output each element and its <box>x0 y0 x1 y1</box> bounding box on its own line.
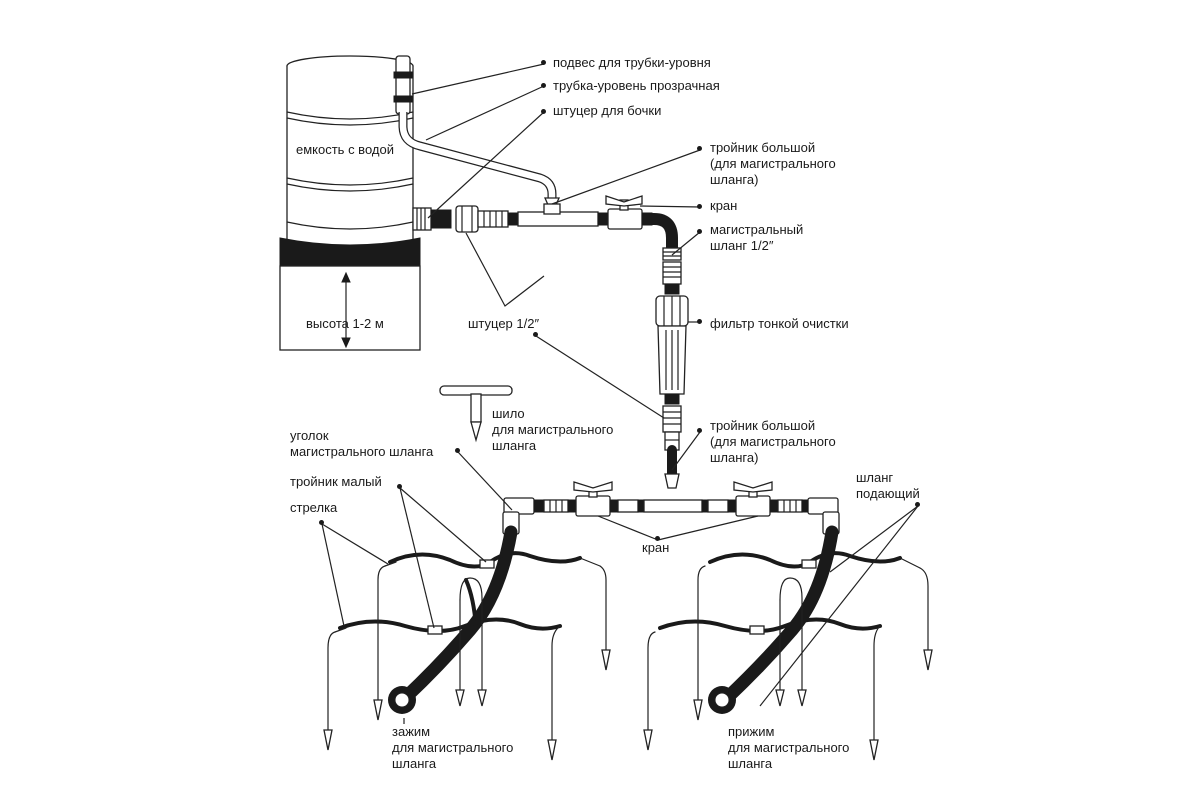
leader-dot <box>697 428 702 433</box>
leader-dot <box>541 109 546 114</box>
drip-group-right <box>643 525 933 761</box>
top-main-line <box>455 195 653 233</box>
leader-dot <box>455 448 460 453</box>
label-main-hose: магистральный шланг 1/2″ <box>710 222 804 253</box>
label-height: высота 1-2 м <box>306 316 384 331</box>
leader-lines <box>321 63 919 724</box>
label-tee-large-bottom: тройник большой (для магистрального шлан… <box>710 418 836 465</box>
leader-dot <box>533 332 538 337</box>
label-tee-small: тройник малый <box>290 474 382 489</box>
label-level-tube: трубка-уровень прозрачная <box>553 78 720 93</box>
label-end-clip: прижим для магистрального шланга <box>728 724 850 771</box>
level-tube <box>393 55 560 216</box>
leader-dot <box>697 319 702 324</box>
label-elbow: уголок магистрального шланга <box>290 428 434 459</box>
main-hose-vertical <box>646 213 682 295</box>
leader-dot <box>319 520 324 525</box>
leader-dot <box>697 229 702 234</box>
label-feed-hose: шланг подающий <box>856 470 920 501</box>
tank-stand <box>279 237 421 351</box>
leader-dot <box>915 502 920 507</box>
fine-filter <box>655 295 689 489</box>
label-valve-top: кран <box>710 198 738 213</box>
drip-group-left <box>323 525 611 761</box>
leader-dot <box>697 204 702 209</box>
label-clamp: зажим для магистрального шланга <box>392 724 514 771</box>
label-awl: шило для магистрального шланга <box>492 406 614 453</box>
leader-dot <box>655 536 660 541</box>
label-dripper-arrow: стрелка <box>290 500 338 515</box>
bottom-main-line <box>502 481 840 535</box>
leader-dot <box>397 484 402 489</box>
label-valve-bottom: кран <box>642 540 670 555</box>
barrel-fitting <box>412 207 452 231</box>
label-fine-filter: фильтр тонкой очистки <box>710 316 849 331</box>
label-tee-large-top: тройник большой (для магистрального шлан… <box>710 140 836 187</box>
leader-dot <box>541 83 546 88</box>
label-fitting-half: штуцер 1/2″ <box>468 316 540 331</box>
leader-dot <box>697 146 702 151</box>
label-water-tank: емкость с водой <box>296 142 394 157</box>
label-barrel-fitting: штуцер для бочки <box>553 103 662 118</box>
awl <box>439 385 513 443</box>
label-hanger: подвес для трубки-уровня <box>553 55 711 70</box>
leader-dot <box>541 60 546 65</box>
